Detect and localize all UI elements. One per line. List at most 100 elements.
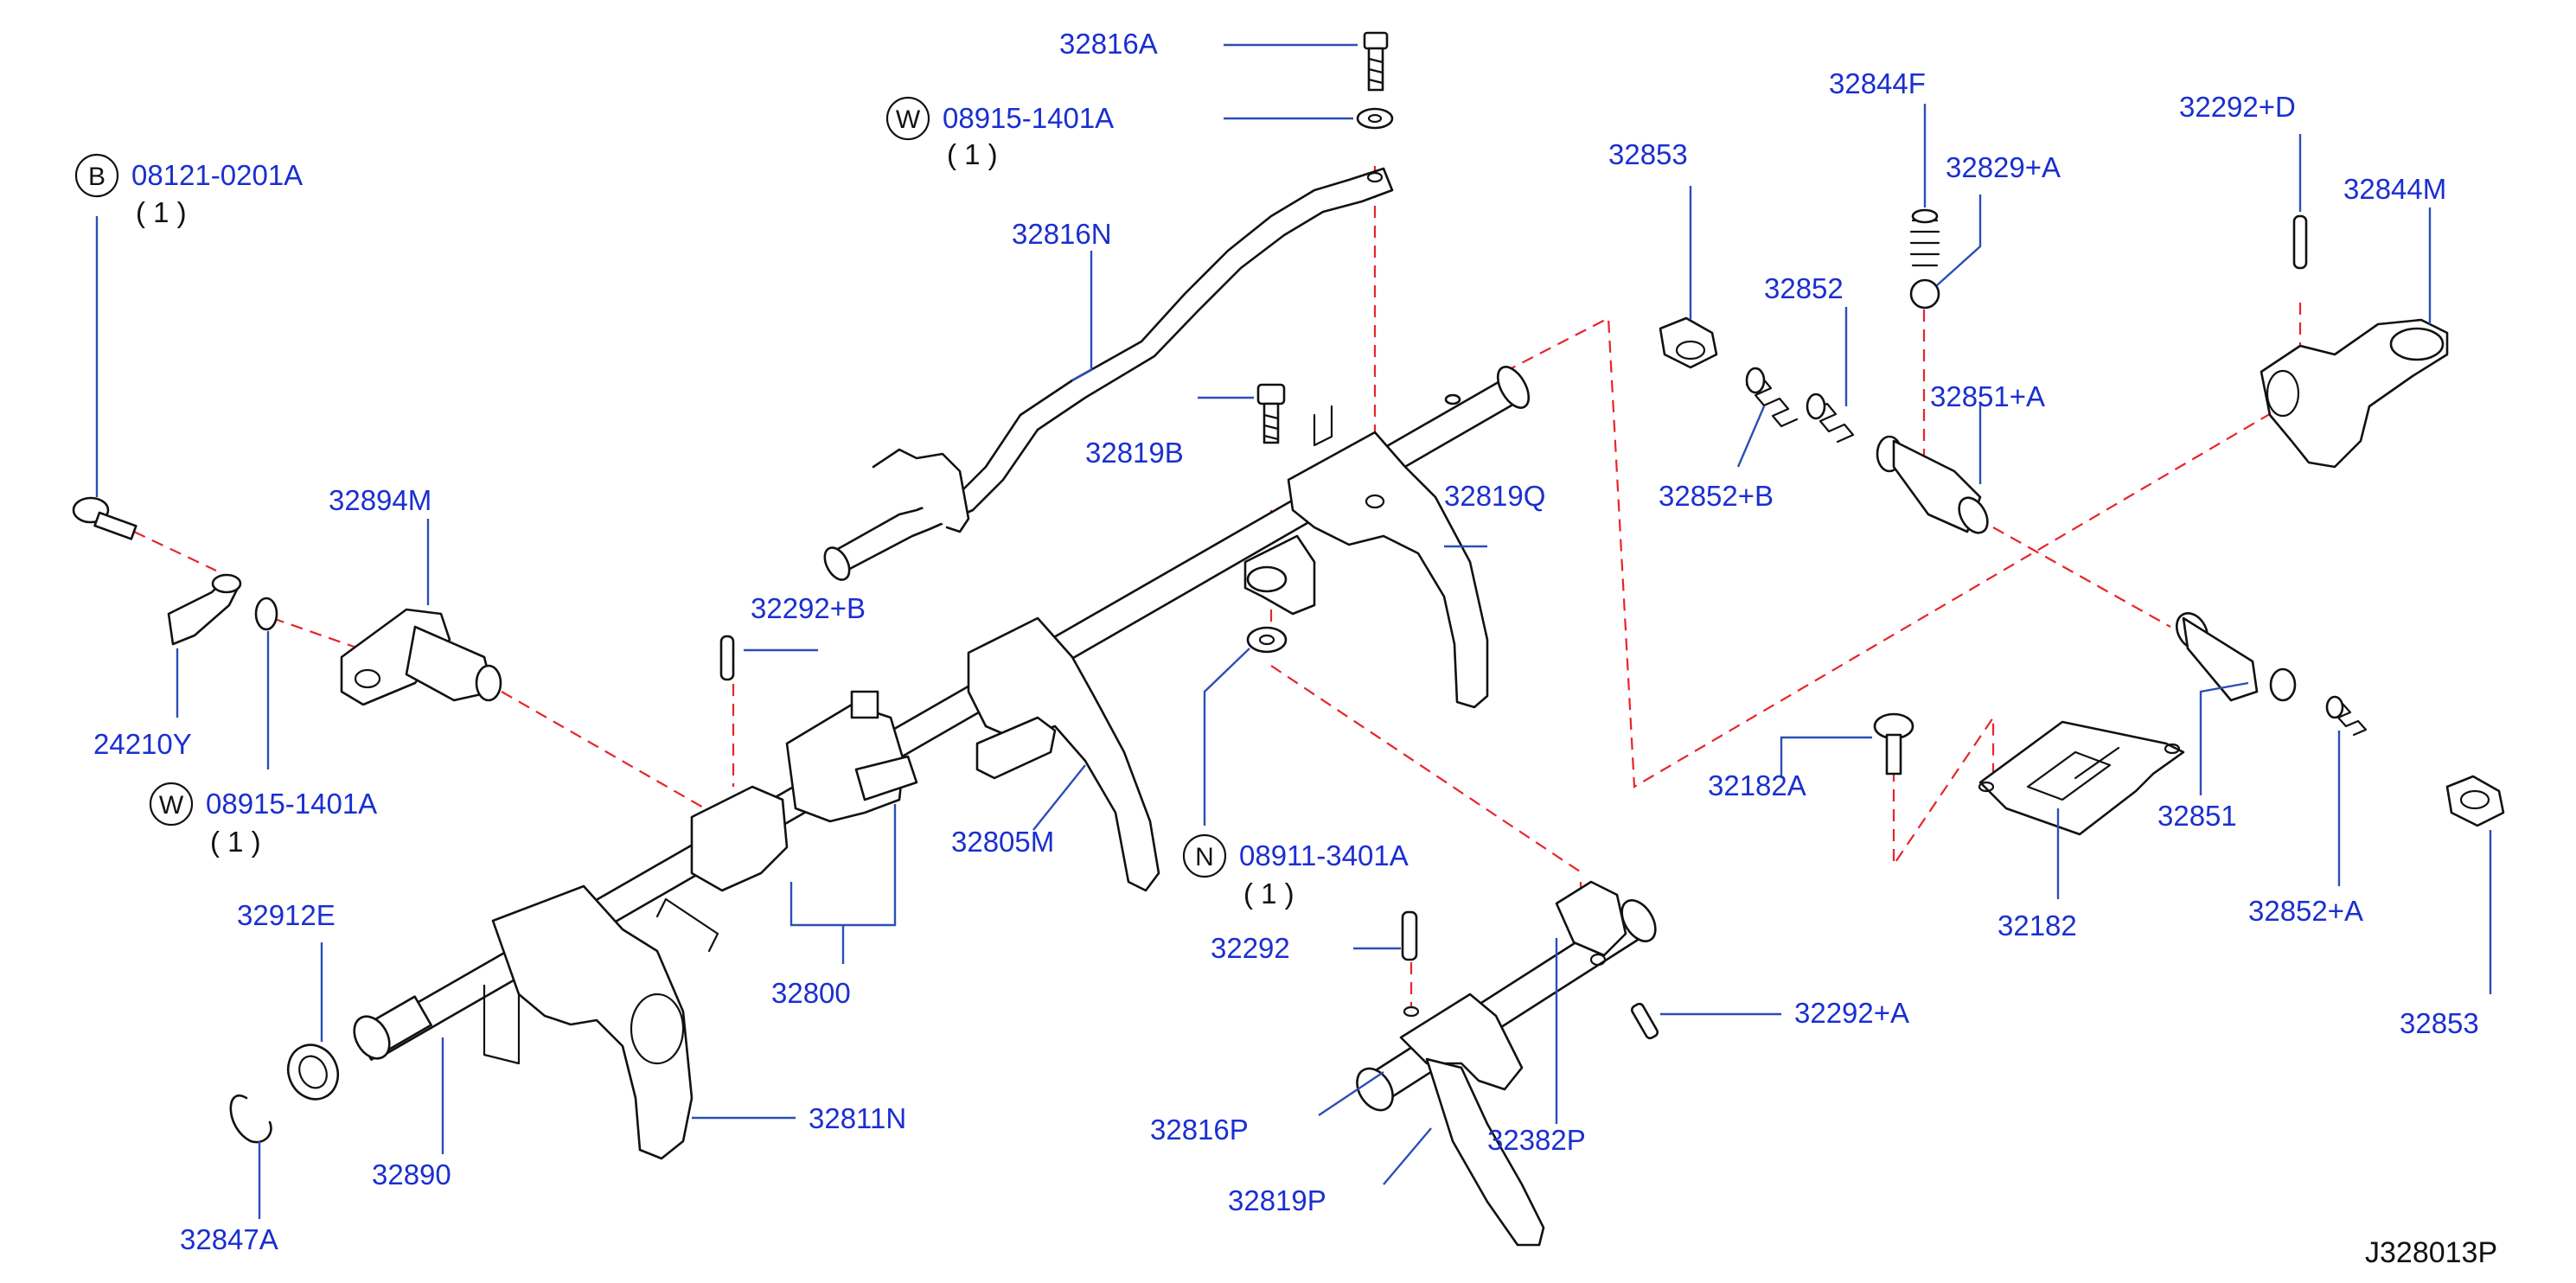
badge-w <box>149 782 194 827</box>
bolt-icon <box>1363 31 1389 92</box>
label-08915-left: 08915-1401A <box>206 788 377 820</box>
bolt-shank <box>93 511 137 540</box>
label-32894m: 32894M <box>329 484 431 516</box>
cap-body <box>1659 316 1718 369</box>
dash-line <box>1992 527 2171 628</box>
cap-body <box>2445 775 2505 827</box>
bracket-eye <box>211 573 242 594</box>
dash-line <box>501 691 706 809</box>
bracket-block <box>690 785 789 892</box>
main-shift-rod-assembly <box>353 366 1531 1160</box>
label-32852a: 32852+A <box>2248 895 2363 927</box>
nut-outer <box>1246 626 1288 654</box>
label-32851a: 32851+A <box>1930 380 2045 412</box>
leader <box>1203 648 1250 826</box>
rod-end <box>823 546 851 581</box>
plate-slot <box>2026 746 2120 801</box>
plate-hole <box>2164 743 2181 755</box>
pin-icon <box>2292 214 2308 270</box>
badge-n <box>1182 833 1227 878</box>
plunger-body <box>2182 616 2259 702</box>
leader <box>1071 251 1093 382</box>
gate-plate-32182 <box>1978 720 2185 836</box>
label-08915-top: 08915-1401A <box>943 102 1114 134</box>
shift-fork-32811n <box>491 884 694 1160</box>
badge-b <box>74 153 119 198</box>
spring-icon <box>1806 393 1855 444</box>
spring-coil <box>1745 376 1799 428</box>
flange-shaft <box>405 625 495 702</box>
label-32292a: 32292+A <box>1794 997 1909 1029</box>
qty-08915-left: ( 1 ) <box>210 826 261 858</box>
shift-fork-32819p <box>1425 1057 1545 1247</box>
qty-08121: ( 1 ) <box>136 196 187 228</box>
label-32382p: 32382P <box>1487 1124 1586 1156</box>
qty-08911: ( 1 ) <box>1243 878 1294 910</box>
rod-32816n <box>823 167 1394 581</box>
seal-inner <box>298 1055 328 1089</box>
leader <box>789 804 897 927</box>
lever-32844m <box>2260 318 2449 469</box>
label-32852: 32852 <box>1764 272 1844 304</box>
block-tab <box>850 690 879 719</box>
label-08121: 08121-0201A <box>131 159 303 191</box>
label-32816n: 32816N <box>1012 218 1112 250</box>
label-32852b: 32852+B <box>1659 480 1774 512</box>
label-32847a: 32847A <box>180 1223 278 1255</box>
label-32851: 32851 <box>2157 800 2237 832</box>
cap-face <box>2459 789 2490 810</box>
rod-end <box>1356 1067 1394 1112</box>
label-32829a: 32829+A <box>1946 151 2061 183</box>
badge-letter: N <box>1195 843 1214 871</box>
label-32292b: 32292+B <box>751 592 866 624</box>
rod-hole <box>1444 393 1461 405</box>
rod-32816n-body <box>828 167 1394 574</box>
rod-bracket <box>872 448 970 533</box>
label-32819b: 32819B <box>1085 437 1184 469</box>
leader-lines <box>95 43 2492 1219</box>
bolt-icon <box>1256 383 1286 444</box>
nut-hole <box>1258 634 1275 646</box>
fork-tab <box>655 897 719 953</box>
label-32800: 32800 <box>771 977 851 1009</box>
spring-icon <box>2325 695 2368 737</box>
part-32894m <box>340 608 502 706</box>
plunger-tip <box>2269 667 2297 702</box>
label-32816p: 32816P <box>1150 1114 1249 1146</box>
seal-outer <box>286 1044 340 1101</box>
ball-icon <box>1909 278 1940 310</box>
spring-coil <box>2329 702 2368 737</box>
bolt-shank <box>1262 402 1280 444</box>
bolt-icon <box>72 496 137 540</box>
badge-letter: W <box>159 791 184 820</box>
spring-top <box>1911 208 1939 224</box>
plate-hole <box>1978 781 1995 793</box>
spring-icon <box>1909 208 1940 267</box>
rod-collar <box>1555 880 1627 957</box>
spring-coil <box>1810 402 1855 444</box>
label-08911: 08911-3401A <box>1239 839 1409 871</box>
badge-w <box>885 96 930 141</box>
pin-icon <box>1401 910 1418 961</box>
label-32912e: 32912E <box>237 899 336 931</box>
bolt-shank <box>1885 733 1902 776</box>
dash-line <box>1270 665 1583 874</box>
flange-hole <box>354 668 381 689</box>
label-32853-top: 32853 <box>1608 138 1688 170</box>
leader <box>1736 405 1766 468</box>
shaft-end <box>475 664 502 702</box>
label-32805m: 32805M <box>951 826 1054 858</box>
fork-hole <box>1403 1005 1420 1018</box>
spring-end <box>1806 393 1826 420</box>
bolt-head <box>1363 31 1389 50</box>
cap-face <box>1675 340 1706 361</box>
fork-bore <box>630 993 685 1065</box>
label-32292d: 32292+D <box>2179 91 2296 123</box>
shift-fork-32819q <box>1287 431 1489 709</box>
block-clip <box>854 755 918 801</box>
bolt-head <box>1256 383 1286 405</box>
seal-32912e <box>286 1044 340 1101</box>
callout-labels: 32816A W 08915-1401A ( 1 ) 32816N B 0812… <box>74 28 2479 1255</box>
rod-end <box>1496 366 1531 409</box>
